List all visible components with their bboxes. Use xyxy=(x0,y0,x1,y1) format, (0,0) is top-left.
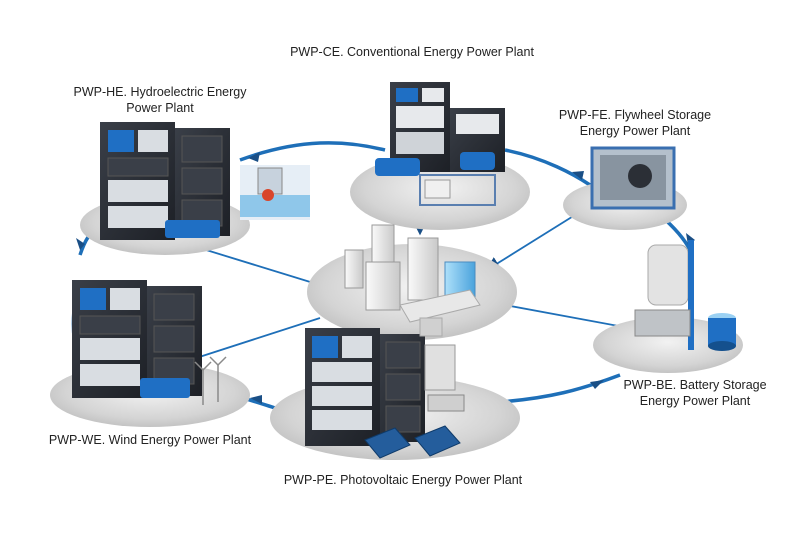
label-wind: PWP-WE. Wind Energy Power Plant xyxy=(48,433,252,447)
label-photovoltaic: PWP-PE. Photovoltaic Energy Power Plant xyxy=(283,473,523,487)
wind-plant-equipment xyxy=(72,280,227,405)
label-hydroelectric-line1: PWP-HE. Hydroelectric Energy xyxy=(73,85,247,99)
conventional-plant-equipment xyxy=(375,82,505,206)
label-conventional: PWP-CE. Conventional Energy Power Plant xyxy=(290,45,534,59)
label-battery-line1: PWP-BE. Battery Storage xyxy=(623,378,767,392)
label-battery-line2: Energy Power Plant xyxy=(639,394,751,408)
platform-battery xyxy=(593,317,743,373)
flywheel-plant-equipment xyxy=(590,146,676,210)
label-hydroelectric-line2: Power Plant xyxy=(126,101,194,115)
photovoltaic-plant-equipment xyxy=(305,328,465,459)
battery-plant-equipment xyxy=(634,240,736,351)
label-flywheel-line2: Energy Power Plant xyxy=(579,124,691,138)
label-flywheel-line1: PWP-FE. Flywheel Storage xyxy=(558,108,712,122)
hydroelectric-plant-equipment xyxy=(100,122,310,240)
city-buildings xyxy=(344,224,481,337)
